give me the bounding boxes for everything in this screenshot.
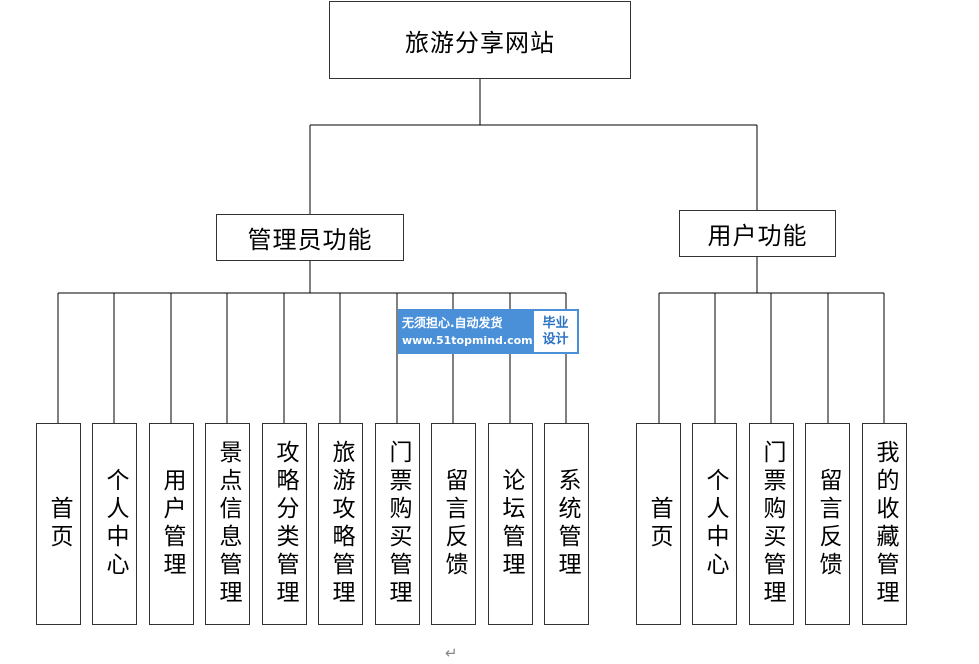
group-node-admin: 管理员功能 — [216, 214, 404, 261]
leaf-node: 用户管理 — [149, 423, 194, 625]
group-label-admin: 管理员功能 — [247, 226, 373, 254]
leaf-label: 景点信息管理 — [215, 440, 241, 608]
leaf-node: 留言反馈 — [431, 423, 476, 625]
leaf-label: 首页 — [646, 496, 672, 552]
root-label: 旅游分享网站 — [405, 28, 555, 57]
leaf-label: 门票购买管理 — [385, 440, 411, 608]
leaf-label: 首页 — [46, 496, 72, 552]
leaf-node: 系统管理 — [544, 423, 589, 625]
root-node: 旅游分享网站 — [329, 1, 631, 79]
leaf-node: 个人中心 — [692, 423, 737, 625]
leaf-node: 旅游攻略管理 — [318, 423, 363, 625]
leaf-node: 我的收藏管理 — [862, 423, 907, 625]
leaf-node: 留言反馈 — [805, 423, 850, 625]
paragraph-return-icon: ↵ — [445, 644, 458, 662]
leaf-node: 首页 — [36, 423, 81, 625]
leaf-label: 用户管理 — [159, 468, 185, 580]
leaf-label: 个人中心 — [102, 468, 128, 580]
leaf-node: 个人中心 — [92, 423, 137, 625]
leaf-label: 留言反馈 — [441, 468, 467, 580]
leaf-label: 旅游攻略管理 — [328, 440, 354, 608]
group-label-user: 用户功能 — [707, 222, 808, 250]
leaf-label: 我的收藏管理 — [872, 440, 898, 608]
leaf-node: 景点信息管理 — [205, 423, 250, 625]
leaf-node: 门票购买管理 — [749, 423, 794, 625]
leaf-label: 系统管理 — [554, 468, 580, 580]
watermark-tag-line2: 设计 — [542, 331, 569, 347]
leaf-label: 留言反馈 — [815, 468, 841, 580]
watermark-badge: 无须担心.自动发货 www.51topmind.com 毕业 设计 — [398, 309, 579, 354]
leaf-label: 门票购买管理 — [759, 440, 785, 608]
watermark-text-block: 无须担心.自动发货 www.51topmind.com — [398, 309, 533, 354]
leaf-node: 攻略分类管理 — [262, 423, 307, 625]
watermark-url: www.51topmind.com — [402, 333, 533, 347]
leaf-node: 论坛管理 — [488, 423, 533, 625]
leaf-label: 论坛管理 — [498, 468, 524, 580]
leaf-node: 首页 — [636, 423, 681, 625]
watermark-tag-line1: 毕业 — [542, 315, 569, 331]
leaf-node: 门票购买管理 — [375, 423, 420, 625]
group-node-user: 用户功能 — [679, 210, 836, 257]
watermark-slogan: 无须担心.自动发货 — [402, 315, 503, 330]
leaf-label: 攻略分类管理 — [272, 440, 298, 608]
watermark-tag: 毕业 设计 — [532, 309, 579, 354]
leaf-label: 个人中心 — [702, 468, 728, 580]
